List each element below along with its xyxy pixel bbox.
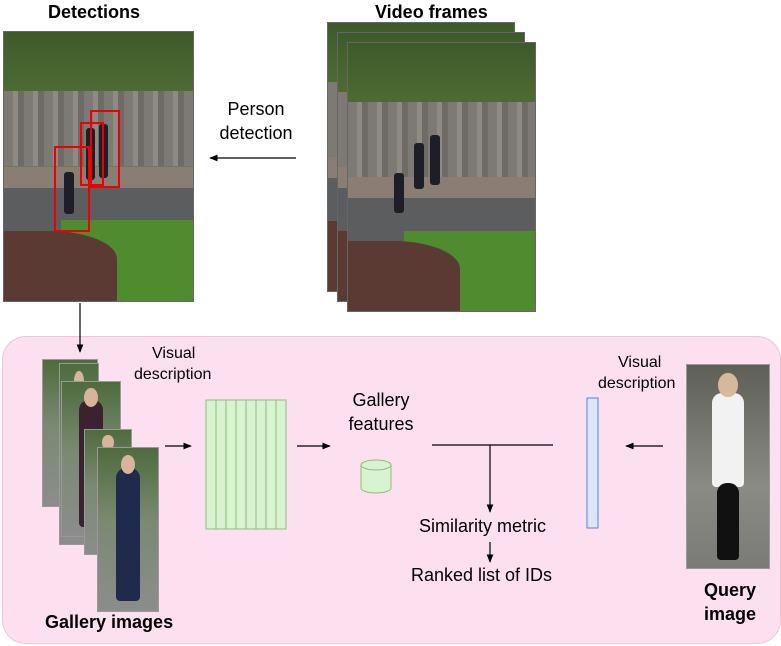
query-image-line-1: Query [703, 580, 757, 600]
visual-description-right-label: Visual description [598, 352, 675, 394]
similarity-metric-label: Similarity metric [419, 516, 547, 536]
visual-description-left-label: Visual description [134, 343, 211, 385]
query-image-line-2: image [703, 604, 757, 624]
gallery-features-label: Gallery features [336, 388, 426, 436]
video-frame-front [347, 42, 536, 312]
detection-box [54, 146, 90, 232]
query-feature-vector [586, 397, 599, 529]
gallery-features-line-2: features [348, 414, 414, 434]
ranked-list-label: Ranked list of IDs [411, 565, 553, 585]
person-detection-label: Person detection [210, 97, 302, 145]
gallery-image-5 [97, 447, 159, 612]
video-frames-title: Video frames [375, 2, 488, 22]
gallery-images-title: Gallery images [45, 612, 174, 632]
query-image-title: Query image [690, 578, 770, 626]
visual-description-right-line-2: description [598, 375, 676, 392]
gallery-features-line-1: Gallery [352, 390, 410, 410]
detections-title: Detections [48, 2, 141, 22]
person-detection-line-1: Person [227, 99, 285, 119]
gallery-feature-bars [205, 399, 287, 530]
visual-description-right-line-1: Visual [618, 354, 662, 371]
query-image [686, 364, 770, 569]
person-detection-line-2: detection [219, 123, 293, 143]
detection-box [80, 122, 104, 186]
visual-description-left-line-1: Visual [152, 345, 196, 362]
detections-image [3, 31, 194, 302]
detection-box [90, 110, 120, 188]
visual-description-left-line-2: description [134, 366, 212, 383]
gallery-features-database-icon [360, 459, 392, 494]
